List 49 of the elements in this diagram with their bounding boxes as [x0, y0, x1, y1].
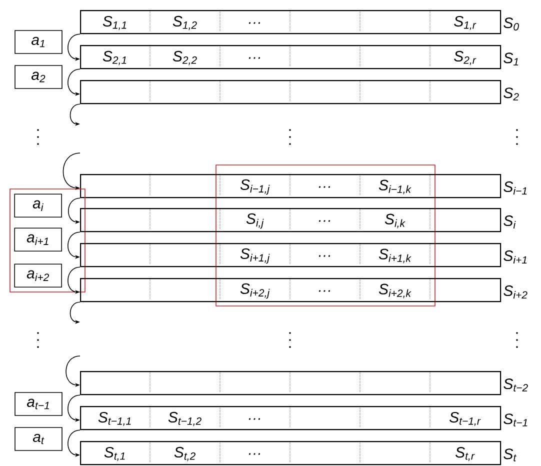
cell-label: S$_{i+2,k}$	[378, 284, 412, 298]
cell-label: S$_{i+2,j}$	[240, 283, 270, 299]
variable-box: a$_{2}$	[14, 65, 62, 89]
row-label: S$_{i−1}$	[504, 181, 527, 195]
row-label: S$_{i}$	[504, 215, 516, 229]
row-label: S$_{t−1}$	[504, 414, 528, 426]
cell-label: S$_{1,r}$	[454, 16, 476, 30]
variable-box: a$_{i+1}$	[14, 228, 62, 252]
cell-label: S$_{i−1,k}$	[378, 180, 412, 194]
cell-label: S$_{t−1,2}$	[168, 412, 202, 426]
cell-label: S$_{t,1}$	[104, 446, 125, 462]
array-bar	[80, 80, 502, 104]
row-label: S$_{0}$	[504, 18, 519, 30]
cell-label: S$_{2,r}$	[454, 50, 476, 66]
cell-label: S$_{t,r}$	[456, 447, 475, 461]
cell-label: …	[318, 255, 330, 257]
cell-label: …	[248, 418, 260, 420]
row-label: S$_{t−2}$	[504, 378, 528, 392]
row-label: S$_{2}$	[504, 88, 519, 100]
cell-label: S$_{1,2}$	[172, 16, 197, 30]
array-bar	[80, 371, 502, 396]
cell-label: S$_{i+1,j}$	[240, 248, 270, 264]
variable-box: a$_{i+2}$	[14, 264, 62, 288]
variable-box: a$_{1}$	[14, 30, 62, 54]
row-label: S$_{i+2}$	[504, 285, 528, 299]
cell-label: …	[248, 453, 260, 455]
highlight-box	[10, 188, 86, 292]
cell-label: S$_{1,1}$	[102, 16, 126, 30]
cell-label: …	[318, 290, 330, 292]
cell-label: S$_{2,1}$	[102, 50, 126, 66]
highlight-box	[216, 164, 436, 306]
cell-label: S$_{t−1,r}$	[450, 412, 481, 426]
cell-label: S$_{i,j}$	[246, 213, 264, 229]
cell-label: S$_{t−1,1}$	[98, 412, 131, 426]
cell-label: S$_{i+1,k}$	[378, 248, 412, 264]
cell-label: S$_{i,k}$	[384, 214, 406, 228]
cell-label: …	[318, 220, 330, 222]
cell-label: …	[248, 57, 260, 59]
cell-label: S$_{2,2}$	[172, 50, 197, 66]
row-label: S$_{1}$	[504, 52, 518, 66]
row-label: S$_{i+1}$	[504, 250, 527, 264]
variable-box: a$_{t}$	[14, 427, 62, 451]
cell-label: S$_{i−1,j}$	[240, 179, 270, 195]
cell-label: …	[318, 186, 330, 188]
row-label: S$_{t}$	[504, 448, 516, 462]
cell-label: …	[248, 22, 260, 24]
variable-box: a$_{i}$	[14, 194, 62, 218]
cell-label: S$_{t,2}$	[174, 446, 196, 462]
variable-box: a$_{t−1}$	[14, 392, 62, 416]
